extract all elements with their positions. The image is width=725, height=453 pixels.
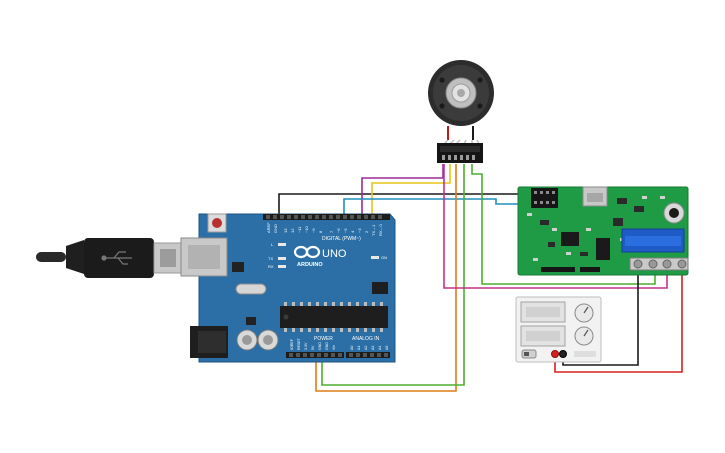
wire-pink-motor <box>443 164 668 289</box>
pin-label: Vin <box>332 345 336 350</box>
pin-label: ~3 <box>357 228 362 233</box>
pin-label: AREF <box>266 222 271 233</box>
pin-label: 5V <box>311 345 315 350</box>
wire-cyan-signal <box>343 198 520 215</box>
power-label: POWER <box>314 336 333 342</box>
digital-header <box>263 214 390 220</box>
wire-green-gnd <box>321 164 465 386</box>
led-rx <box>278 265 286 268</box>
pin-label: ~9 <box>311 228 316 233</box>
pin-label: GND <box>325 342 329 350</box>
icsp-header <box>372 282 388 294</box>
digital-header-pins <box>266 215 382 219</box>
digital-header-label: DIGITAL (PWM~) <box>322 236 361 242</box>
wires <box>278 164 683 392</box>
usb-chip <box>232 262 244 272</box>
driver-ic <box>596 238 610 260</box>
psu-terminal-black <box>559 350 567 358</box>
motor-driver-board[interactable] <box>517 186 689 276</box>
pin-label: RESET <box>297 337 301 350</box>
pin-label: TX→1 <box>371 224 376 236</box>
analog-label: ANALOG IN <box>352 336 380 342</box>
arduino-brand: ARDUINO <box>297 262 323 268</box>
pin-label: ~6 <box>336 228 341 233</box>
pin-label: ~11 <box>297 226 302 233</box>
driver-chip <box>561 232 579 246</box>
svg-text:TX: TX <box>268 256 273 261</box>
pin-label: A0 <box>350 346 354 350</box>
power-header <box>286 352 344 358</box>
pin-label: A1 <box>357 346 361 350</box>
arduino-logo <box>293 245 321 259</box>
svg-text:RX: RX <box>268 264 274 269</box>
chip-pins <box>284 302 383 332</box>
crystal-oscillator <box>235 283 267 295</box>
usb-cable-wire <box>36 252 66 262</box>
pin-label: ~5 <box>343 228 348 233</box>
wire-red-supply <box>554 268 683 373</box>
wire-green-driver <box>471 164 656 285</box>
pin-label: 7 <box>329 230 334 233</box>
wire-orange-5v <box>315 164 457 392</box>
led-on <box>371 256 379 259</box>
pin-label: ~10 <box>304 225 309 233</box>
bench-power-supply[interactable] <box>515 296 602 363</box>
pin-label: 12 <box>290 228 295 233</box>
pin-label: A4 <box>378 346 382 350</box>
pin-label: 2 <box>364 230 369 233</box>
usb-plug-metal <box>153 242 183 274</box>
pin-label: GND <box>273 224 278 233</box>
led-l <box>278 243 286 246</box>
usb-cable-boot <box>66 240 84 274</box>
pin-label: IOREF <box>290 338 294 350</box>
atmega-chip <box>280 306 388 328</box>
arduino-model: UNO <box>322 248 347 260</box>
pin-label: A5 <box>385 346 389 350</box>
wire-black-gnd <box>278 193 520 215</box>
wire-yellow-signal <box>371 164 451 215</box>
pin-label: 8 <box>318 230 323 233</box>
pin-label: 4 <box>350 230 355 233</box>
psu-terminal-red <box>551 350 559 358</box>
screw-terminals <box>629 257 689 271</box>
wire-purple-signal <box>361 164 444 215</box>
usb-cable <box>36 238 183 278</box>
pin-label: A2 <box>364 346 368 350</box>
led-tx <box>278 257 286 260</box>
svg-text:L: L <box>271 242 274 247</box>
pin-label: 13 <box>283 228 288 233</box>
usb-icon <box>101 251 132 265</box>
pin-label: RX←0 <box>378 223 383 236</box>
pin-label: A3 <box>371 346 375 350</box>
analog-header <box>346 352 390 358</box>
status-leds: L TX RX ON <box>268 242 387 269</box>
arduino-uno-board[interactable]: AREF GND 13 12 ~11 ~10 ~9 8 7 ~6 ~5 4 ~3… <box>180 213 396 363</box>
driver-header <box>531 188 558 208</box>
encoder-motor[interactable] <box>428 60 494 163</box>
svg-text:ON: ON <box>381 255 387 260</box>
pin-label: 3.3V <box>304 342 308 350</box>
pin-label: GND <box>318 342 322 350</box>
